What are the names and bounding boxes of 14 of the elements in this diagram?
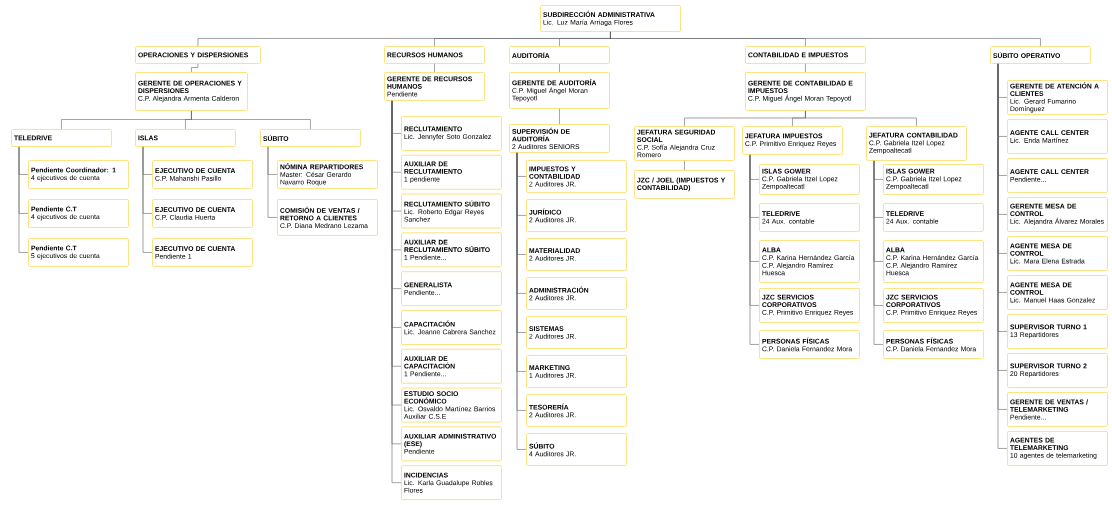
connector-line xyxy=(18,146,29,253)
connector-line xyxy=(267,146,278,218)
connector-line xyxy=(610,31,1041,47)
connector-line xyxy=(805,110,917,127)
connector-line xyxy=(749,154,760,345)
connector-line xyxy=(873,160,884,345)
connector-line xyxy=(191,63,199,73)
connector-line xyxy=(805,63,806,73)
connector-line xyxy=(191,110,311,130)
connector-line xyxy=(559,63,560,73)
connector-line xyxy=(142,146,153,253)
connector-line xyxy=(434,63,435,73)
connector-line xyxy=(684,160,685,171)
connector-line xyxy=(559,108,560,125)
